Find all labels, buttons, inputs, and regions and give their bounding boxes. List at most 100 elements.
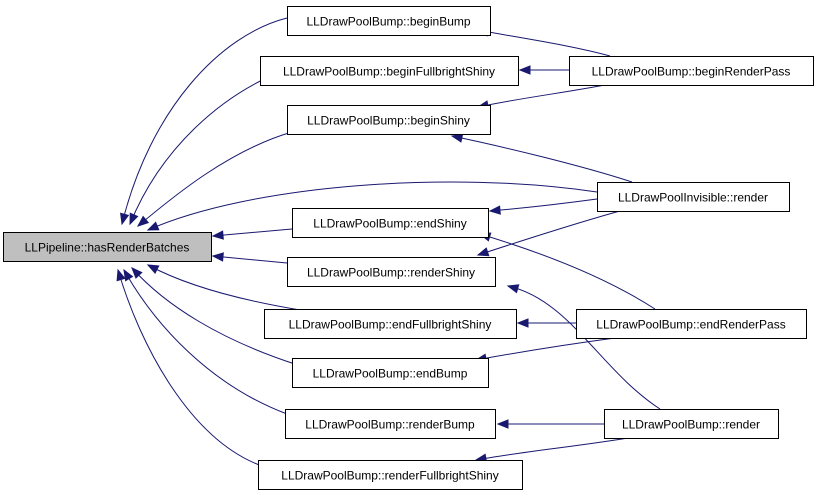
node-label: LLDrawPoolBump::render <box>622 418 760 432</box>
node-invisibleRender[interactable]: LLDrawPoolInvisible::render <box>597 182 790 212</box>
node-box[interactable] <box>569 56 814 86</box>
node-label: LLDrawPoolBump::endFullbrightShiny <box>289 318 492 332</box>
arrowhead <box>211 230 224 240</box>
node-box[interactable] <box>576 309 807 339</box>
arrowhead <box>120 212 130 226</box>
node-renderBump[interactable]: LLDrawPoolBump::renderBump <box>285 409 496 439</box>
edge-line <box>212 255 288 264</box>
node-box[interactable] <box>3 232 212 262</box>
edge-line <box>121 17 288 225</box>
node-hasRenderBatches[interactable]: LLPipeline::hasRenderBatches <box>3 232 212 262</box>
arrowhead <box>518 65 531 75</box>
arrowhead <box>211 252 224 262</box>
node-label: LLDrawPoolBump::endShiny <box>313 217 466 231</box>
edge-line <box>507 285 661 410</box>
node-label: LLDrawPoolInvisible::render <box>618 191 768 205</box>
edge-line <box>475 437 629 461</box>
edge-line <box>123 269 288 415</box>
node-renderShiny[interactable]: LLDrawPoolBump::renderShiny <box>287 257 496 287</box>
edge-endFullbrightShiny-to-hasRenderBatches <box>146 264 301 311</box>
edge-renderBump-to-hasRenderBatches <box>123 268 288 415</box>
node-label: LLDrawPoolBump::beginFullbrightShiny <box>283 65 495 79</box>
node-endFullbrightShiny[interactable]: LLDrawPoolBump::endFullbrightShiny <box>264 309 517 339</box>
node-box[interactable] <box>260 56 519 86</box>
edge-line <box>131 267 299 366</box>
arrowhead <box>476 247 490 257</box>
arrowhead <box>450 133 464 143</box>
node-label: LLDrawPoolBump::endRenderPass <box>596 318 785 332</box>
edge-invisibleRender-to-beginShiny <box>450 133 633 183</box>
node-label: LLDrawPoolBump::renderShiny <box>307 266 475 280</box>
edge-line <box>147 181 598 231</box>
edge-invisibleRender-to-endShiny <box>488 198 598 215</box>
arrowhead <box>136 215 150 227</box>
node-label: LLDrawPoolBump::beginRenderPass <box>592 65 791 79</box>
arrowhead <box>123 268 134 282</box>
edge-line <box>129 69 286 225</box>
edge-line <box>489 198 598 212</box>
edge-beginBump-to-hasRenderBatches <box>120 17 288 226</box>
edge-line <box>477 210 621 256</box>
node-beginRenderPass[interactable]: LLDrawPoolBump::beginRenderPass <box>569 56 814 86</box>
edge-endShiny-to-hasRenderBatches <box>211 228 293 240</box>
edge-renderFullbrightShiny-to-hasRenderBatches <box>116 268 263 467</box>
arrowhead <box>488 205 501 215</box>
edge-line <box>479 233 656 310</box>
edge-line <box>212 228 293 237</box>
arrowhead <box>116 268 126 282</box>
node-box[interactable] <box>604 409 779 439</box>
node-label: LLDrawPoolBump::renderFullbrightShiny <box>281 469 498 483</box>
edge-endRenderPass-to-endBump <box>474 337 616 363</box>
node-label: LLDrawPoolBump::endBump <box>313 367 468 381</box>
node-renderFullbrightShiny[interactable]: LLDrawPoolBump::renderFullbrightShiny <box>258 460 523 490</box>
node-box[interactable] <box>292 208 489 238</box>
edge-beginShiny-to-hasRenderBatches <box>136 131 293 227</box>
arrowhead <box>131 267 143 279</box>
node-endShiny[interactable]: LLDrawPoolBump::endShiny <box>292 208 489 238</box>
edge-invisibleRender-to-hasRenderBatches <box>146 181 598 231</box>
edge-renderShiny-to-hasRenderBatches <box>211 252 288 264</box>
node-label: LLDrawPoolBump::beginBump <box>306 15 470 29</box>
node-endRenderPass[interactable]: LLDrawPoolBump::endRenderPass <box>576 309 807 339</box>
node-label: LLDrawPoolBump::renderBump <box>305 418 475 432</box>
edge-beginRenderPass-to-beginShiny <box>476 83 611 110</box>
node-box[interactable] <box>287 6 491 36</box>
edge-line <box>475 337 616 361</box>
node-box[interactable] <box>264 309 517 339</box>
edge-line <box>117 269 263 467</box>
edge-endRenderPass-to-endShiny <box>478 232 656 310</box>
node-label: LLDrawPoolBump::beginShiny <box>307 114 470 128</box>
node-endBump[interactable]: LLDrawPoolBump::endBump <box>292 358 489 388</box>
edge-line <box>147 264 301 311</box>
edge-beginFullbrightShiny-to-hasRenderBatches <box>129 69 286 226</box>
node-box[interactable] <box>258 460 523 490</box>
node-box[interactable] <box>292 358 489 388</box>
edge-bumpRender-to-renderFullbrightShiny <box>474 437 629 463</box>
edge-invisibleRender-to-renderShiny <box>476 210 621 257</box>
edge-line <box>451 135 633 183</box>
edge-bumpRender-to-renderShiny <box>506 284 661 410</box>
arrowhead <box>496 419 509 429</box>
edge-beginRenderPass-to-beginFullbrightShiny <box>518 65 569 75</box>
node-beginShiny[interactable]: LLDrawPoolBump::beginShiny <box>287 105 491 135</box>
edge-bumpRender-to-renderBump <box>496 419 604 429</box>
edge-endRenderPass-to-endFullbrightShiny <box>516 318 576 328</box>
edge-line <box>137 131 293 227</box>
node-box[interactable] <box>597 182 790 212</box>
node-box[interactable] <box>287 257 496 287</box>
edges-layer <box>116 17 661 467</box>
node-beginFullbrightShiny[interactable]: LLDrawPoolBump::beginFullbrightShiny <box>260 56 519 86</box>
arrowhead <box>506 284 520 294</box>
edge-line <box>477 29 611 57</box>
edge-line <box>477 83 611 108</box>
node-beginBump[interactable]: LLDrawPoolBump::beginBump <box>287 6 491 36</box>
edge-endBump-to-hasRenderBatches <box>131 267 299 366</box>
node-box[interactable] <box>285 409 496 439</box>
arrowhead <box>516 318 529 328</box>
arrowhead <box>146 264 160 274</box>
node-box[interactable] <box>287 105 491 135</box>
nodes-layer: LLPipeline::hasRenderBatchesLLDrawPoolBu… <box>3 6 814 490</box>
node-bumpRender[interactable]: LLDrawPoolBump::render <box>604 409 779 439</box>
arrowhead <box>129 212 139 226</box>
